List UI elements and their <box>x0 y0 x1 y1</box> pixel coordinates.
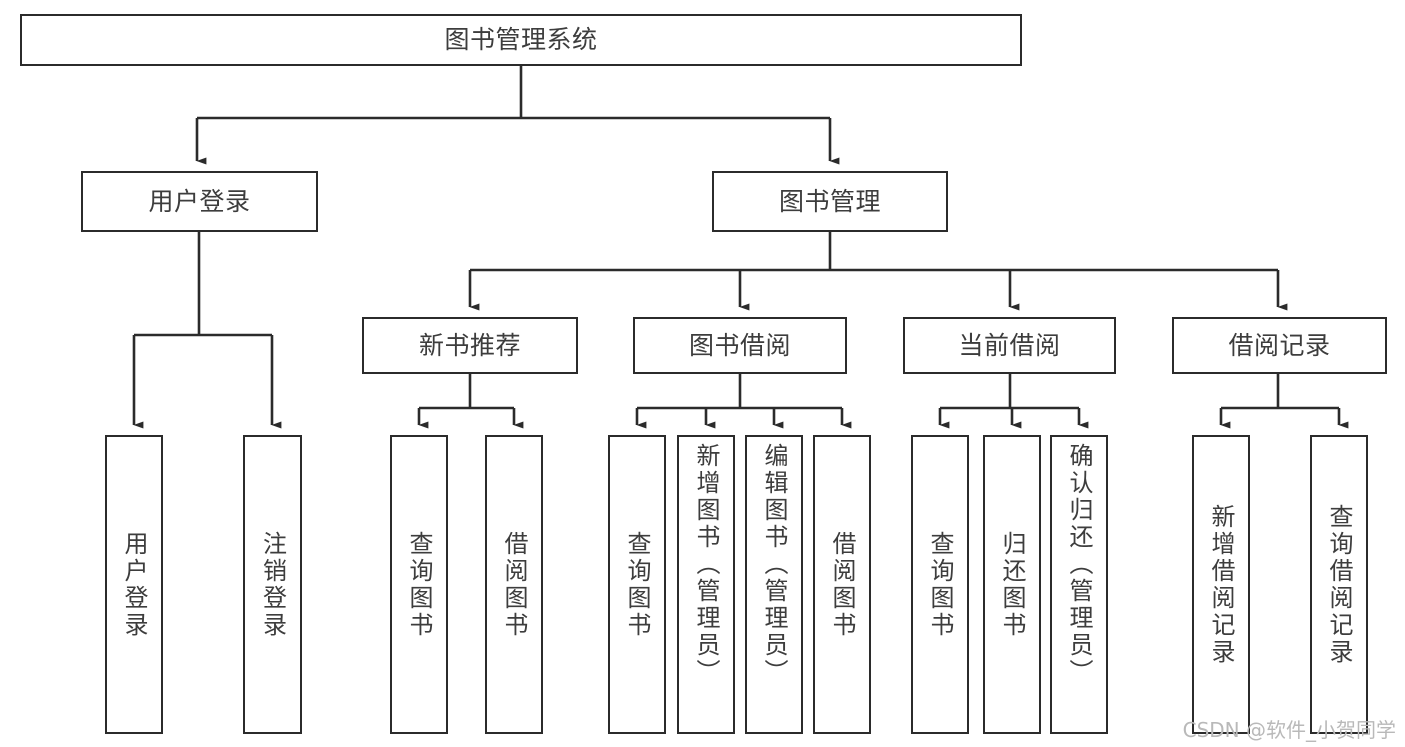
node-user-login-label: 用户登录 <box>148 186 251 216</box>
node-leaf-query-books-current-label: 查询图书 <box>926 530 954 639</box>
node-leaf-query-books-borrow[interactable]: 查询图书 <box>608 435 666 734</box>
node-borrow-record-label: 借阅记录 <box>1228 330 1331 360</box>
node-leaf-query-books-recommend-label: 查询图书 <box>405 530 433 639</box>
node-book-borrow[interactable]: 图书借阅 <box>633 317 847 374</box>
node-new-book-recommend[interactable]: 新书推荐 <box>362 317 578 374</box>
node-leaf-borrow-books-recommend[interactable]: 借阅图书 <box>485 435 543 734</box>
node-leaf-add-borrow-record[interactable]: 新增借阅记录 <box>1192 435 1250 734</box>
node-leaf-add-book-admin-label: 新增图书（管理员） <box>692 443 720 686</box>
node-new-book-recommend-label: 新书推荐 <box>418 330 521 360</box>
node-leaf-borrow-books-recommend-label: 借阅图书 <box>500 530 528 639</box>
node-user-login[interactable]: 用户登录 <box>81 171 318 232</box>
node-leaf-borrow-book[interactable]: 借阅图书 <box>813 435 871 734</box>
node-leaf-query-books-current[interactable]: 查询图书 <box>911 435 969 734</box>
node-leaf-query-borrow-record-label: 查询借阅记录 <box>1325 503 1353 666</box>
node-title-label: 图书管理系统 <box>444 25 598 55</box>
node-leaf-add-book-admin[interactable]: 新增图书（管理员） <box>677 435 735 734</box>
node-leaf-return-book[interactable]: 归还图书 <box>983 435 1041 734</box>
node-leaf-confirm-return-admin[interactable]: 确认归还（管理员） <box>1050 435 1108 734</box>
node-current-borrow[interactable]: 当前借阅 <box>903 317 1116 374</box>
node-leaf-confirm-return-admin-label: 确认归还（管理员） <box>1065 443 1093 686</box>
node-leaf-user-login[interactable]: 用户登录 <box>105 435 163 734</box>
node-leaf-query-borrow-record[interactable]: 查询借阅记录 <box>1310 435 1368 734</box>
node-leaf-query-books-recommend[interactable]: 查询图书 <box>390 435 448 734</box>
node-current-borrow-label: 当前借阅 <box>958 330 1061 360</box>
node-leaf-borrow-book-label: 借阅图书 <box>828 530 856 639</box>
node-leaf-add-borrow-record-label: 新增借阅记录 <box>1207 503 1235 666</box>
node-leaf-logout[interactable]: 注销登录 <box>243 435 302 734</box>
node-book-management-label: 图书管理 <box>778 186 881 216</box>
node-leaf-user-login-label: 用户登录 <box>120 530 148 639</box>
node-leaf-logout-label: 注销登录 <box>258 530 287 639</box>
node-leaf-edit-book-admin[interactable]: 编辑图书（管理员） <box>745 435 803 734</box>
node-book-management[interactable]: 图书管理 <box>712 171 948 232</box>
node-leaf-return-book-label: 归还图书 <box>998 530 1026 639</box>
node-borrow-record[interactable]: 借阅记录 <box>1172 317 1387 374</box>
node-leaf-query-books-borrow-label: 查询图书 <box>623 530 651 639</box>
node-book-borrow-label: 图书借阅 <box>688 330 791 360</box>
node-leaf-edit-book-admin-label: 编辑图书（管理员） <box>760 443 788 686</box>
node-title[interactable]: 图书管理系统 <box>20 14 1022 66</box>
